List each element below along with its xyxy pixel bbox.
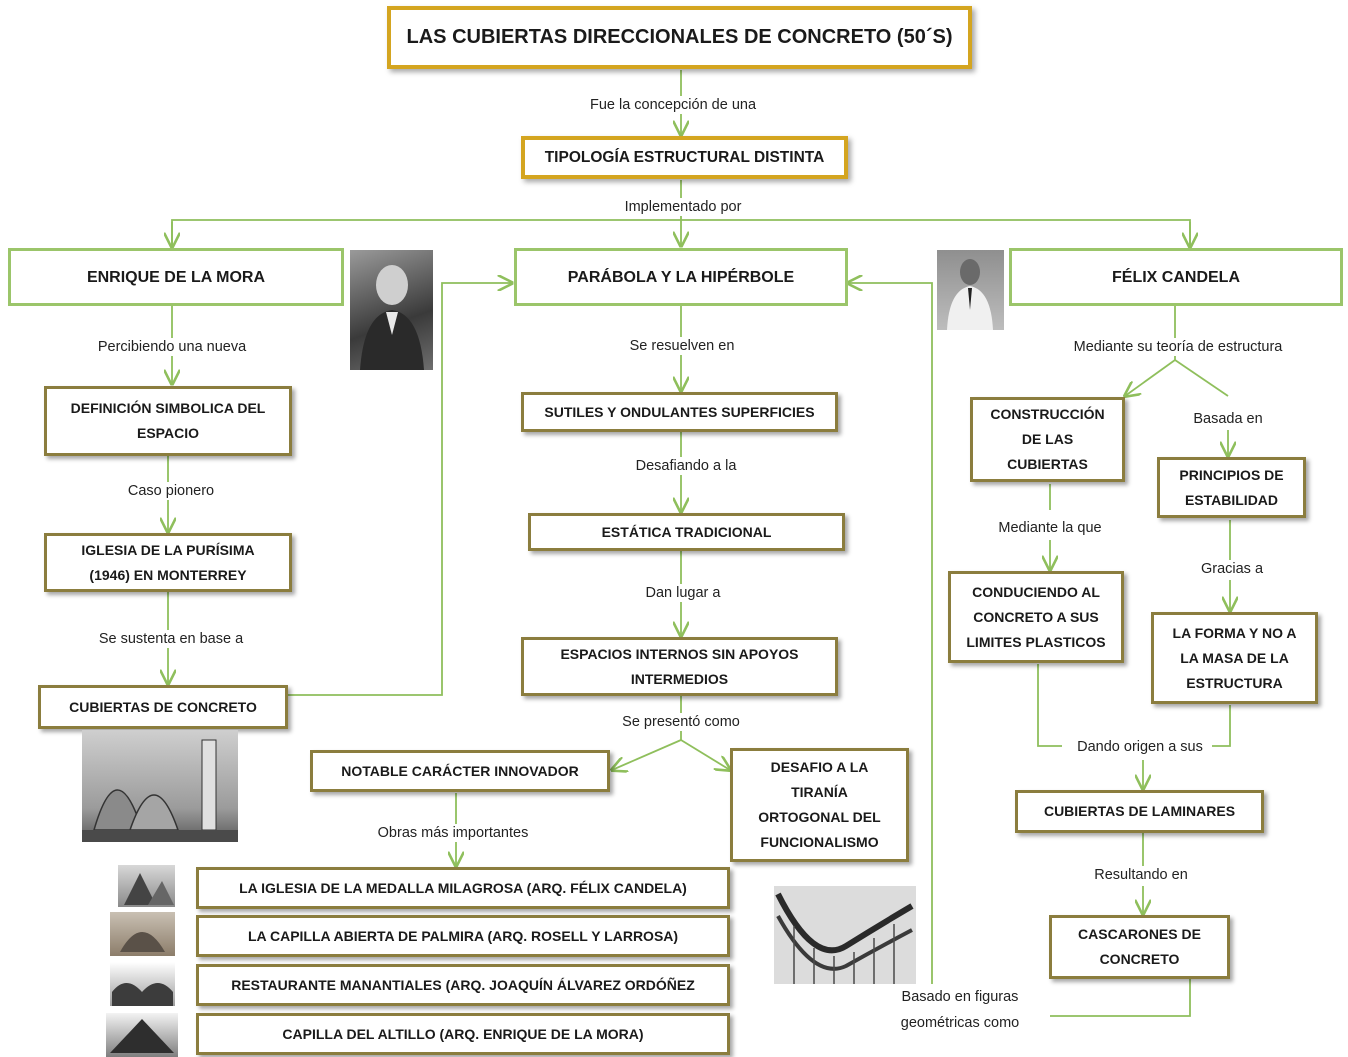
node-felix: FÉLIX CANDELA — [1009, 248, 1343, 306]
label-sustenta: Se sustenta en base a — [96, 630, 246, 648]
label-fue: Fue la concepción de una — [587, 96, 759, 114]
node-desafio: DESAFIO A LA TIRANÍA ORTOGONAL DEL FUNCI… — [730, 748, 909, 862]
node-parabola: PARÁBOLA Y LA HIPÉRBOLE — [514, 248, 848, 306]
obra2-thumbnail-image — [110, 912, 175, 956]
label-implementado: Implementado por — [622, 198, 744, 216]
obra4-thumbnail-image — [106, 1013, 178, 1057]
node-definicion: DEFINICIÓN SIMBOLICA DEL ESPACIO — [44, 386, 292, 456]
construction-image — [774, 886, 916, 984]
node-obra3-text: RESTAURANTE MANANTIALES (ARQ. JOAQUÍN ÁL… — [231, 976, 695, 993]
node-estatica: ESTÁTICA TRADICIONAL — [528, 513, 845, 551]
node-espacios-text: ESPACIOS INTERNOS SIN APOYOS INTERMEDIOS — [560, 645, 799, 687]
node-iglesia-purisima: IGLESIA DE LA PURÍSIMA (1946) EN MONTERR… — [44, 533, 292, 592]
node-definicion-text: DEFINICIÓN SIMBOLICA DEL ESPACIO — [70, 400, 266, 441]
iglesia-purisima-image — [82, 730, 238, 842]
node-cascarones-text: CASCARONES DE CONCRETO — [1078, 926, 1201, 967]
building-icon — [120, 932, 165, 952]
node-principios: PRINCIPIOS DE ESTABILIDAD — [1157, 457, 1306, 518]
building-icon — [112, 983, 173, 1006]
node-conduciendo: CONDUCIENDO AL CONCRETO A SUS LIMITES PL… — [948, 571, 1124, 663]
label-resuelven: Se resuelven en — [627, 337, 737, 355]
label-percibiendo: Percibiendo una nueva — [95, 338, 249, 356]
node-cubiertas-concreto: CUBIERTAS DE CONCRETO — [38, 685, 288, 729]
label-gracias: Gracias a — [1198, 560, 1266, 578]
title-box: LAS CUBIERTAS DIRECCIONALES DE CONCRETO … — [387, 6, 972, 69]
node-desafio-text: DESAFIO A LA TIRANÍA ORTOGONAL DEL FUNCI… — [758, 759, 881, 850]
node-laminares-text: CUBIERTAS DE LAMINARES — [1043, 803, 1236, 819]
enrique-portrait-image — [350, 250, 433, 370]
node-principios-text: PRINCIPIOS DE ESTABILIDAD — [1179, 466, 1284, 508]
node-obra1: LA IGLESIA DE LA MEDALLA MILAGROSA (ARQ.… — [196, 867, 730, 909]
obra1-thumbnail-image — [118, 865, 175, 907]
node-conduciendo-text: CONDUCIENDO AL CONCRETO A SUS LIMITES PL… — [966, 583, 1106, 650]
node-obra1-text: LA IGLESIA DE LA MEDALLA MILAGROSA (ARQ.… — [239, 879, 687, 896]
label-dando: Dando origen a sus — [1075, 738, 1205, 756]
label-dan: Dan lugar a — [643, 584, 723, 602]
building-icon — [124, 873, 174, 905]
node-obra2: LA CAPILLA ABIERTA DE PALMIRA (ARQ. ROSE… — [196, 915, 730, 957]
node-tipologia: TIPOLOGÍA ESTRUCTURAL DISTINTA — [521, 136, 848, 179]
label-caso: Caso pionero — [125, 482, 217, 500]
node-parabola-text: PARÁBOLA Y LA HIPÉRBOLE — [567, 268, 795, 286]
label-basado: Basado en figuras geométricas como — [880, 984, 1040, 1036]
node-obra4-text: CAPILLA DEL ALTILLO (ARQ. ENRIQUE DE LA … — [282, 1025, 644, 1042]
label-presento: Se presentó como — [620, 713, 742, 731]
node-estatica-text: ESTÁTICA TRADICIONAL — [601, 523, 772, 540]
node-enrique-text: ENRIQUE DE LA MORA — [86, 268, 266, 286]
node-cubiertas-concreto-text: CUBIERTAS DE CONCRETO — [69, 698, 257, 715]
node-enrique: ENRIQUE DE LA MORA — [8, 248, 344, 306]
shell-construction-icon — [775, 892, 914, 984]
node-cascarones: CASCARONES DE CONCRETO — [1049, 915, 1230, 979]
node-forma: LA FORMA Y NO A LA MASA DE LA ESTRUCTURA — [1151, 612, 1318, 704]
node-espacios: ESPACIOS INTERNOS SIN APOYOS INTERMEDIOS — [521, 637, 838, 696]
node-iglesia-purisima-text: IGLESIA DE LA PURÍSIMA (1946) EN MONTERR… — [81, 541, 255, 583]
obra3-thumbnail-image — [110, 962, 175, 1006]
node-laminares: CUBIERTAS DE LAMINARES — [1015, 790, 1264, 833]
label-obras: Obras más importantes — [375, 824, 531, 842]
node-notable: NOTABLE CARÁCTER INNOVADOR — [310, 750, 610, 792]
node-construccion-text: CONSTRUCCIÓN DE LAS CUBIERTAS — [990, 406, 1105, 472]
label-desafiando: Desafiando a la — [633, 457, 739, 475]
portrait-figure-icon — [947, 259, 993, 330]
label-mediante-que: Mediante la que — [996, 519, 1104, 537]
label-basada: Basada en — [1191, 410, 1265, 428]
node-notable-text: NOTABLE CARÁCTER INNOVADOR — [341, 762, 579, 779]
node-forma-text: LA FORMA Y NO A LA MASA DE LA ESTRUCTURA — [1172, 624, 1297, 691]
node-construccion: CONSTRUCCIÓN DE LAS CUBIERTAS — [970, 397, 1125, 482]
church-vaults-icon — [82, 739, 238, 842]
node-obra4: CAPILLA DEL ALTILLO (ARQ. ENRIQUE DE LA … — [196, 1013, 730, 1055]
label-resultando: Resultando en — [1092, 866, 1190, 884]
building-icon — [110, 1019, 174, 1053]
node-sutiles: SUTILES Y ONDULANTES SUPERFICIES — [521, 392, 838, 432]
node-obra3: RESTAURANTE MANANTIALES (ARQ. JOAQUÍN ÁL… — [196, 964, 730, 1006]
page-title: LAS CUBIERTAS DIRECCIONALES DE CONCRETO … — [406, 26, 953, 48]
node-obra2-text: LA CAPILLA ABIERTA DE PALMIRA (ARQ. ROSE… — [247, 927, 679, 944]
portrait-figure-icon — [360, 265, 424, 370]
label-mediante-teoria: Mediante su teoría de estructura — [1071, 338, 1285, 356]
node-sutiles-text: SUTILES Y ONDULANTES SUPERFICIES — [544, 403, 815, 420]
node-tipologia-text: TIPOLOGÍA ESTRUCTURAL DISTINTA — [544, 149, 825, 166]
node-felix-text: FÉLIX CANDELA — [1112, 268, 1240, 286]
felix-portrait-image — [937, 250, 1004, 330]
